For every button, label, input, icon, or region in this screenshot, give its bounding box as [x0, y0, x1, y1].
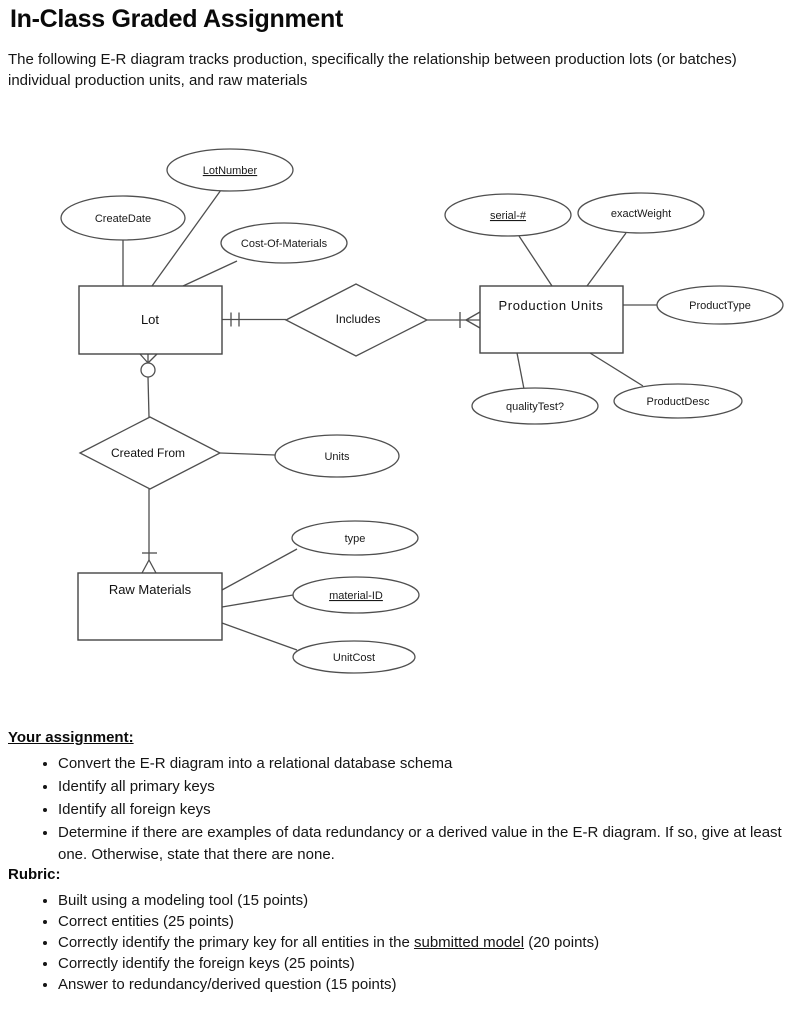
assignment-heading: Your assignment: [8, 729, 134, 746]
intro-paragraph: The following E-R diagram tracks product… [8, 51, 737, 89]
rubric-item: Answer to redundancy/derived question (1… [58, 974, 788, 995]
attribute-unitcost-label: UnitCost [333, 652, 375, 664]
rubric-item-underlined: submitted model [413, 934, 525, 951]
attribute-type-label: type [345, 533, 366, 545]
rubric-item: Correct entities (25 points) [58, 911, 788, 932]
attribute-createdate [60, 195, 186, 241]
line-rawmaterials-materialid [221, 594, 294, 608]
relationship-createdfrom [78, 416, 222, 490]
rubric-item: Correctly identify the primary key for a… [58, 932, 788, 953]
attribute-unitcost [292, 640, 416, 674]
attribute-costofmaterials-label: Cost-Of-Materials [241, 238, 328, 250]
line-lot-createdfrom [147, 376, 150, 418]
attribute-qualitytest-label: qualityTest? [506, 401, 564, 413]
attribute-lotnumber-label: LotNumber [203, 165, 258, 177]
er-diagram: LotNumber CreateDate Cost-Of-Materials s… [60, 148, 784, 674]
assignment-item: Identify all primary keys [58, 776, 788, 798]
entity-productionunits-label: Production Units [499, 298, 604, 313]
attribute-lotnumber [166, 148, 294, 192]
line-rawmaterials-type [221, 548, 298, 591]
attribute-serial-label: serial-# [490, 210, 527, 222]
entity-lot-label: Lot [141, 312, 159, 327]
entity-rectangles: Lot Production Units Raw Materials [77, 285, 624, 641]
attribute-ellipses: LotNumber CreateDate Cost-Of-Materials s… [60, 148, 784, 674]
relationship-createdfrom-label: Created From [111, 446, 185, 460]
relationship-includes [284, 283, 429, 357]
rubric-section: Rubric: Built using a modeling tool (15 … [8, 866, 800, 995]
relationship-diamonds: Includes Created From [78, 283, 429, 490]
relationship-includes-label: Includes [336, 312, 381, 326]
attribute-serial [444, 193, 572, 237]
crow-foot-lot [139, 353, 158, 364]
attribute-exactweight [577, 192, 705, 234]
assignment-item: Identify all foreign keys [58, 799, 788, 821]
attribute-productdesc [613, 383, 743, 419]
rubric-item: Correctly identify the foreign keys (25 … [58, 953, 788, 974]
attribute-units-label: Units [324, 451, 350, 463]
entity-rawmaterials [77, 572, 223, 641]
crow-foot-productionunits [465, 311, 481, 329]
rubric-heading: Rubric: [8, 866, 61, 883]
line-qualitytest-productionunits [516, 352, 525, 390]
crow-foot-rawmaterials [141, 559, 157, 574]
attribute-producttype-label: ProductType [689, 300, 751, 312]
attribute-productdesc-label: ProductDesc [647, 396, 710, 408]
assignment-item: Determine if there are examples of data … [58, 822, 788, 866]
rubric-item-suffix: (20 points) [524, 934, 600, 951]
entity-rawmaterials-label: Raw Materials [109, 582, 192, 597]
line-createdfrom-units [219, 452, 276, 456]
assignment-list: Convert the E-R diagram into a relationa… [8, 753, 788, 866]
attribute-type [291, 520, 419, 556]
line-costofmaterials-lot [182, 260, 238, 287]
attribute-createdate-label: CreateDate [95, 213, 151, 225]
optional-circle [140, 362, 156, 378]
attribute-costofmaterials [220, 222, 348, 264]
line-lotnumber-lot [151, 189, 222, 287]
line-rawmaterials-unitcost [221, 622, 298, 651]
connector-lines [122, 189, 658, 651]
assignment-item: Convert the E-R diagram into a relationa… [58, 753, 788, 775]
assignment-section: Your assignment: Convert the E-R diagram… [8, 729, 800, 867]
attribute-units [274, 434, 400, 478]
attribute-exactweight-label: exactWeight [611, 208, 671, 220]
entity-productionunits [479, 285, 624, 354]
line-exactweight-productionunits [586, 232, 627, 287]
entity-lot [78, 285, 223, 355]
line-serial-productionunits [518, 235, 553, 287]
cardinality-one-ticks [230, 312, 240, 327]
attribute-producttype [656, 285, 784, 325]
attribute-materialid-label: material-ID [329, 590, 383, 602]
attribute-qualitytest [471, 387, 599, 425]
line-productdesc-productionunits [589, 352, 644, 387]
attribute-materialid [292, 576, 420, 614]
rubric-item: Built using a modeling tool (15 points) [58, 890, 788, 911]
rubric-list: Built using a modeling tool (15 points) … [8, 890, 788, 995]
rubric-item-prefix: Correctly identify the primary key for a… [58, 934, 414, 951]
page-title: In-Class Graded Assignment [10, 5, 344, 33]
